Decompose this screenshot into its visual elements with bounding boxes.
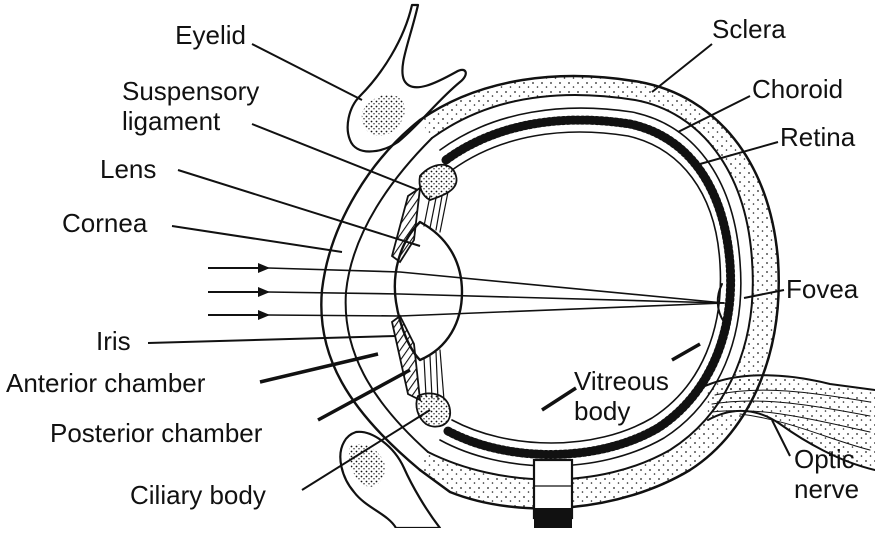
leader-iris bbox=[147, 335, 397, 344]
light-rays bbox=[208, 263, 725, 320]
leader-optic-nerve bbox=[771, 419, 791, 457]
ray-1 bbox=[267, 267, 725, 304]
label-optic: Optic bbox=[794, 444, 855, 474]
leader-choroid bbox=[677, 95, 751, 133]
leader-retina bbox=[699, 141, 779, 165]
ray-2 bbox=[267, 291, 725, 304]
label-lens: Lens bbox=[100, 154, 156, 184]
label-eyelid: Eyelid bbox=[175, 20, 246, 50]
labels: Eyelid Suspensory ligament Lens Cornea I… bbox=[6, 14, 859, 510]
label-optic-nerve: nerve bbox=[794, 474, 859, 504]
choroid-retina-band bbox=[439, 107, 742, 467]
cornea-shape bbox=[320, 118, 433, 472]
leader-fovea bbox=[743, 289, 785, 299]
label-choroid: Choroid bbox=[752, 74, 843, 104]
upper-eyelid bbox=[346, 3, 467, 153]
label-ciliary-body: Ciliary body bbox=[130, 480, 266, 510]
leader-lens bbox=[177, 169, 421, 247]
leader-vitreous-1 bbox=[541, 386, 577, 412]
label-sclera: Sclera bbox=[712, 14, 786, 44]
label-ligament: ligament bbox=[122, 106, 221, 136]
leader-sclera bbox=[651, 43, 713, 93]
label-posterior-chamber: Posterior chamber bbox=[50, 418, 263, 448]
label-anterior-chamber: Anterior chamber bbox=[6, 368, 206, 398]
sclera-wall bbox=[418, 74, 780, 510]
label-suspensory: Suspensory bbox=[122, 76, 259, 106]
leader-lines bbox=[147, 43, 791, 491]
leader-vitreous-2 bbox=[671, 342, 701, 362]
ray-3 bbox=[267, 302, 725, 317]
leader-anterior-chamber bbox=[259, 352, 379, 384]
ciliary-body-shape bbox=[415, 163, 458, 428]
iris-shape bbox=[390, 186, 422, 402]
leader-eyelid bbox=[251, 43, 363, 101]
label-cornea: Cornea bbox=[62, 208, 148, 238]
lower-eyelid bbox=[339, 430, 442, 530]
leader-ciliary-body bbox=[301, 409, 431, 491]
label-iris: Iris bbox=[96, 326, 131, 356]
leader-suspensory-ligament bbox=[251, 123, 419, 191]
lens-shape bbox=[393, 220, 464, 362]
section-marker bbox=[532, 458, 574, 528]
label-vitreous: Vitreous bbox=[574, 366, 669, 396]
leader-posterior-chamber bbox=[317, 368, 411, 422]
label-retina: Retina bbox=[780, 122, 856, 152]
label-fovea: Fovea bbox=[786, 274, 859, 304]
label-vitreous-body: body bbox=[574, 396, 630, 426]
leader-cornea bbox=[171, 225, 343, 253]
